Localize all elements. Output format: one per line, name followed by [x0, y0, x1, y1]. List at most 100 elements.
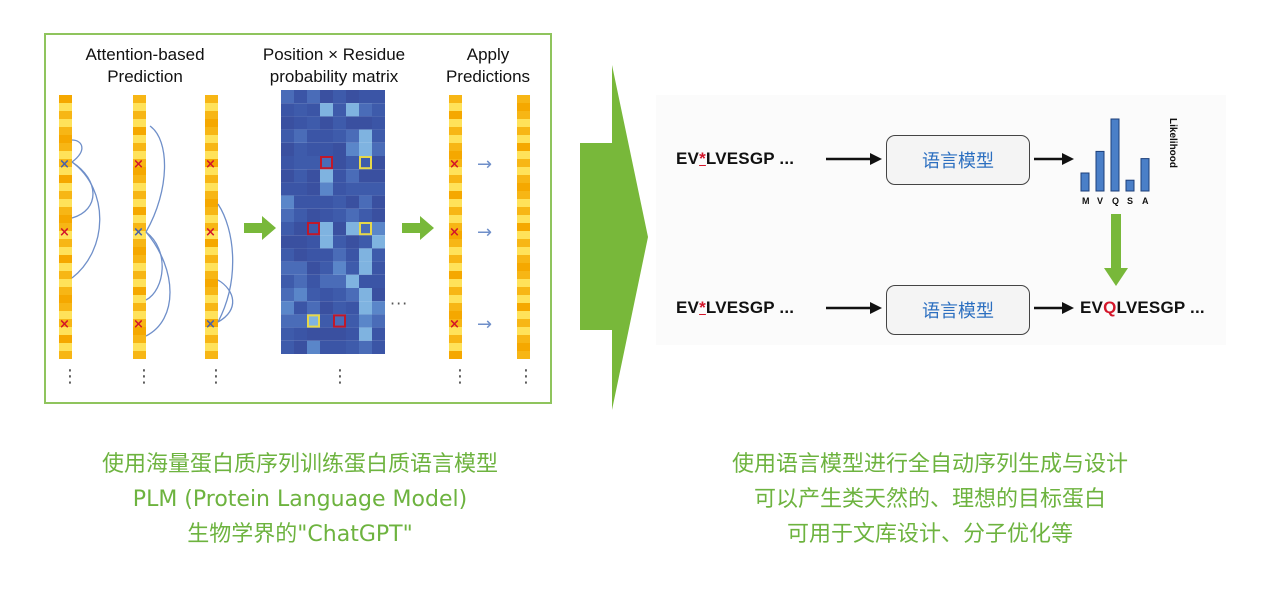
- highlighted-matrix-cell: [307, 222, 320, 236]
- arc: [145, 231, 171, 337]
- bar-M: [1080, 172, 1090, 192]
- matrix-cell: [281, 340, 294, 354]
- matrix-cell: [294, 208, 307, 222]
- matrix-cell: [281, 103, 294, 117]
- matrix-cell: [372, 116, 385, 130]
- bar-Q: [1110, 118, 1120, 192]
- highlighted-matrix-cell: [333, 314, 346, 328]
- matrix-cell: [294, 222, 307, 236]
- matrix-cell: [307, 235, 320, 249]
- matrix-cell: [359, 90, 372, 104]
- matrix-cell: [346, 129, 359, 143]
- matrix-cell: [307, 340, 320, 354]
- matrix-cell: [307, 142, 320, 156]
- green-arrow-icon: [244, 216, 276, 240]
- output-sequence: EVQLVESGP ...: [1080, 298, 1205, 317]
- matrix-cell: [346, 301, 359, 315]
- matrix-cell: [320, 235, 333, 249]
- matrix-cell: [359, 142, 372, 156]
- masked-residue-mark: ×: [133, 157, 144, 172]
- matrix-cell: [346, 248, 359, 262]
- matrix-cell: [372, 235, 385, 249]
- sequence-column: [59, 95, 72, 359]
- matrix-cell: [294, 195, 307, 209]
- matrix-cell: [359, 301, 372, 315]
- input-sequence-row2: EV*LVESGP ...: [676, 298, 795, 317]
- matrix-cell: [281, 182, 294, 196]
- matrix-cell: [320, 169, 333, 183]
- apply-arrow-icon: →: [477, 222, 493, 243]
- matrix-cell: [372, 288, 385, 302]
- matrix-cell: [346, 327, 359, 341]
- attention-query-mark: ×: [59, 157, 70, 172]
- matrix-cell: [359, 327, 372, 341]
- matrix-cell: [346, 261, 359, 275]
- matrix-cell: [281, 156, 294, 170]
- matrix-cell: [307, 103, 320, 117]
- matrix-cell: [307, 116, 320, 130]
- matrix-cell: [346, 169, 359, 183]
- matrix-cell: [294, 340, 307, 354]
- matrix-cell: [346, 142, 359, 156]
- matrix-cell: [281, 142, 294, 156]
- arc: [145, 125, 166, 233]
- masked-residue-mark: ×: [449, 225, 460, 240]
- matrix-cell: [372, 261, 385, 275]
- matrix-cell: [320, 288, 333, 302]
- matrix-cell: [372, 182, 385, 196]
- matrix-cell: [320, 195, 333, 209]
- matrix-cell: [294, 314, 307, 328]
- arc: [145, 231, 163, 301]
- bar-A: [1140, 158, 1150, 192]
- matrix-cell: [359, 103, 372, 117]
- likelihood-axis-label: Likelihood: [1167, 118, 1178, 168]
- big-green-chevron-arrow: [580, 65, 648, 410]
- matrix-cell: [346, 195, 359, 209]
- matrix-cell: [359, 222, 372, 236]
- flow-arrow-icon: [1034, 302, 1074, 314]
- language-model-box: 语言模型: [886, 285, 1030, 335]
- bar-S: [1125, 179, 1135, 192]
- matrix-cell: [294, 288, 307, 302]
- matrix-cell: [333, 129, 346, 143]
- vertical-ellipsis: ⋮: [517, 366, 535, 387]
- header-apply-predictions: Apply Predictions: [445, 45, 531, 86]
- matrix-cell: [281, 248, 294, 262]
- matrix-cell: [333, 182, 346, 196]
- right-caption-line: 使用语言模型进行全自动序列生成与设计: [731, 452, 1128, 477]
- mutation-site-marker: *: [699, 298, 706, 317]
- matrix-cell: [346, 274, 359, 288]
- matrix-cell: [359, 169, 372, 183]
- matrix-cell: [346, 156, 359, 170]
- matrix-cell: [307, 129, 320, 143]
- vertical-ellipsis: ⋮: [135, 366, 153, 387]
- vertical-ellipsis: ⋮: [61, 366, 79, 387]
- matrix-cell: [307, 288, 320, 302]
- matrix-cell: [294, 142, 307, 156]
- matrix-cell: [320, 314, 333, 328]
- bar-label: S: [1127, 196, 1134, 206]
- masked-residue-mark: ×: [59, 317, 70, 332]
- matrix-cell: [333, 156, 346, 170]
- highlighted-matrix-cell: [359, 222, 372, 236]
- matrix-cell: [333, 248, 346, 262]
- matrix-cell: [333, 195, 346, 209]
- matrix-cell: [333, 235, 346, 249]
- matrix-cell: [281, 235, 294, 249]
- matrix-cell: [281, 195, 294, 209]
- bar-label: A: [1142, 196, 1149, 206]
- matrix-cell: [359, 248, 372, 262]
- matrix-cell: [346, 314, 359, 328]
- matrix-cell: [333, 288, 346, 302]
- matrix-cell: [320, 90, 333, 104]
- matrix-cell: [320, 182, 333, 196]
- matrix-cell: [359, 314, 372, 328]
- matrix-cell: [294, 235, 307, 249]
- matrix-cell: [346, 340, 359, 354]
- masked-residue-mark: ×: [205, 157, 216, 172]
- matrix-cell: [333, 327, 346, 341]
- matrix-cell: [372, 208, 385, 222]
- matrix-cell: [320, 156, 333, 170]
- matrix-cell: [372, 129, 385, 143]
- matrix-cell: [320, 208, 333, 222]
